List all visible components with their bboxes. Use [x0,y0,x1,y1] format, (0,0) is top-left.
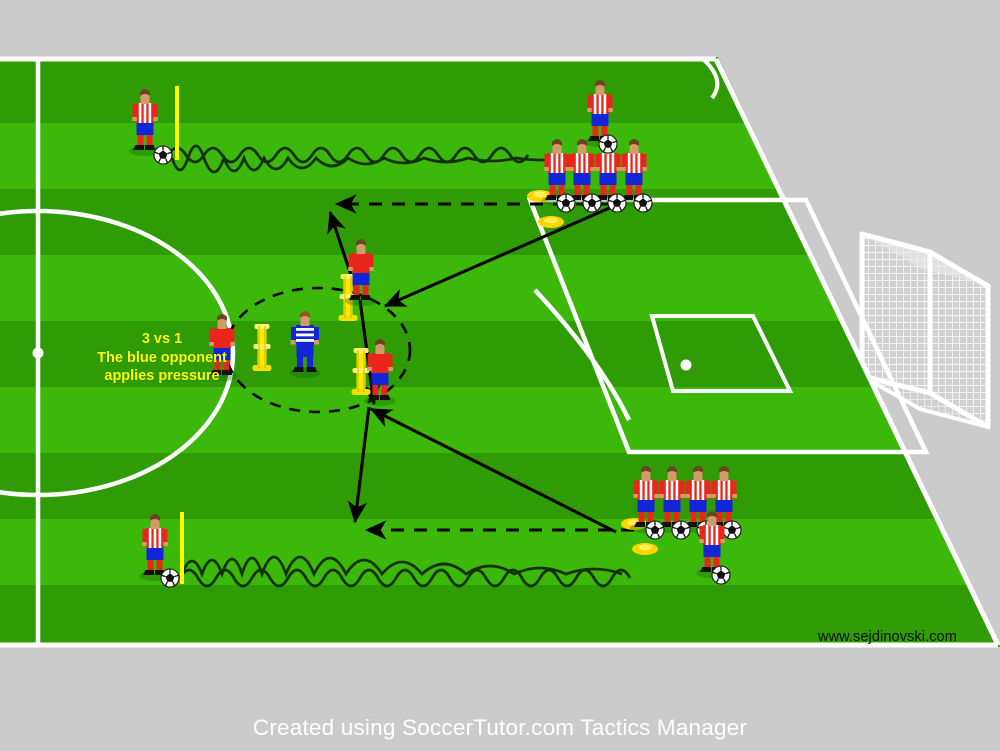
pole-bottom-left [180,512,184,584]
ball-dribbler-top-left [153,145,173,165]
pitch-markings [0,56,1000,648]
top-left-dribbler [129,86,179,165]
ball-bottom-1 [645,520,665,540]
ball-top-4 [633,193,653,213]
corner-arc-top [701,57,720,100]
center-spot [32,347,44,359]
bottom-left-dribbler [139,512,184,588]
penalty-spot [680,359,692,371]
bottom-dribble-path-2 [180,555,623,579]
bottom-dribble-path-1 [178,568,632,588]
ball-server-top [598,134,618,154]
ball-top-2 [582,193,602,213]
goal-line [713,57,1000,647]
cone-bottom-a [632,543,658,555]
center-circle [0,208,236,498]
ball-top-1 [556,193,576,213]
ball-server-bottom [711,565,731,585]
goal-area [649,314,794,393]
top-dribble-path-2 [170,144,569,174]
lower-run-arrow [369,407,617,534]
pole-top-left [175,86,179,160]
ball-bottom-4 [722,520,742,540]
ball-bottom-2 [671,520,691,540]
top-dribble-path-1 [166,146,530,164]
ball-top-3 [607,193,627,213]
ball-dribbler-bottom-left [160,568,180,588]
penalty-arc [533,288,632,421]
goal-net [859,231,991,430]
cone-top-b [538,216,564,228]
app-footer-text: Created using SoccerTutor.com Tactics Ma… [252,714,748,740]
mid-to-bottom-run-arrow [347,406,371,524]
app-footer-bar: Created using SoccerTutor.com Tactics Ma… [0,704,1000,751]
center-run-arrow [383,204,615,308]
